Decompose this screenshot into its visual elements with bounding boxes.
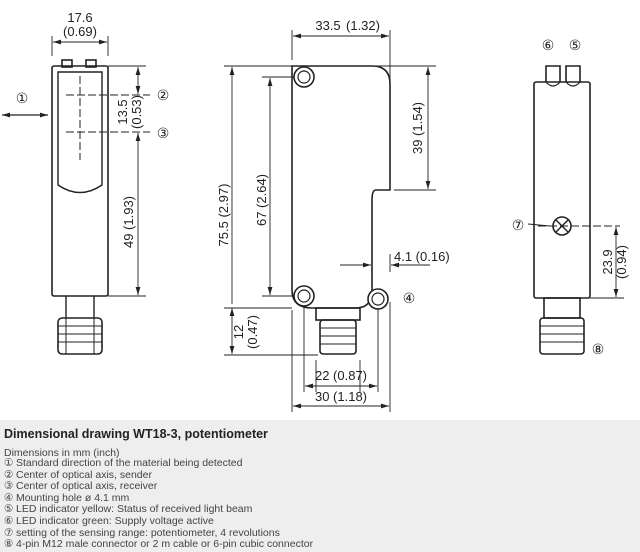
side-width-mm: 17.6: [67, 10, 92, 25]
front-hole-offset: 4.1 (0.16): [394, 249, 450, 264]
legend-marker: ⑤: [4, 503, 14, 516]
marker-5: ⑤: [569, 37, 582, 53]
marker-2: ②: [157, 87, 170, 103]
front-total-height: 75.5 (2.97): [216, 184, 231, 247]
front-width-mm: 33.5: [315, 18, 340, 33]
marker-3: ③: [157, 125, 170, 141]
back-view: [527, 65, 624, 355]
side-width-in: (0.69): [63, 24, 97, 39]
front-connector-in: (0.47): [245, 315, 260, 349]
front-hole-top: [293, 66, 315, 88]
back-pot-in: (0.94): [614, 245, 629, 279]
side-top-nub-right: [85, 59, 97, 68]
side-axis-mm: 13.5: [115, 99, 130, 124]
side-led-dim: 49 (1.93): [121, 196, 136, 248]
marker-6: ⑥: [542, 37, 555, 53]
legend-text: Center of optical axis, sender: [16, 468, 152, 481]
legend-marker: ⑥: [4, 514, 14, 527]
caption-area: Dimensional drawing WT18-3, potentiomete…: [0, 420, 640, 552]
legend-text: setting of the sensing range: potentiome…: [16, 526, 280, 539]
front-top-height: 39 (1.54): [410, 102, 425, 154]
legend-marker: ⑧: [4, 538, 14, 551]
legend-text: LED indicator yellow: Status of received…: [16, 503, 253, 516]
back-connector: [539, 317, 585, 355]
front-body-height: 67 (2.64): [254, 174, 269, 226]
front-base-width: 30 (1.18): [315, 389, 367, 404]
back-body: [533, 81, 591, 299]
side-axis-in: (0.53): [129, 95, 144, 129]
front-hole-bottom-left: [293, 285, 315, 307]
side-top-nub-left: [61, 59, 73, 68]
legend-marker: ①: [4, 457, 14, 469]
side-view: [2, 36, 150, 355]
marker-1: ①: [16, 90, 29, 106]
legend-marker: ②: [4, 468, 14, 481]
front-hole-pitch: 22 (0.87): [315, 368, 367, 383]
marker-4: ④: [403, 290, 416, 306]
marker-7: ⑦: [512, 217, 525, 233]
led-cap-right: [565, 65, 581, 82]
led-cap-left: [545, 65, 561, 82]
caption-title: Dimensional drawing WT18-3, potentiomete…: [4, 427, 268, 441]
legend-text: Center of optical axis, receiver: [16, 480, 158, 493]
front-width-in: (1.32): [346, 18, 380, 33]
legend-text: 4-pin M12 male connector or 2 m cable or…: [16, 538, 314, 551]
side-body: [51, 65, 109, 297]
marker-8: ⑧: [592, 341, 605, 357]
side-lens-window: [57, 71, 103, 194]
legend-text: LED indicator green: Supply voltage acti…: [16, 514, 214, 527]
front-connector-mm: 12: [231, 325, 246, 339]
front-hole-bottom-right: [367, 288, 389, 310]
legend-marker: ⑦: [4, 526, 14, 539]
front-connector: [315, 307, 361, 321]
dimensional-drawing: 17.6 (0.69) 13.5 (0.53) 49 (1.93) ① ② ③: [2, 10, 629, 412]
back-pot-mm: 23.9: [600, 249, 615, 274]
caption-subtitle: Dimensions in mm (inch): [4, 447, 120, 459]
legend-marker: ④: [4, 491, 14, 504]
legend-marker: ③: [4, 480, 14, 493]
front-view: [224, 30, 436, 412]
legend-text: Standard direction of the material being…: [16, 457, 243, 469]
side-connector-nut: [57, 317, 103, 355]
front-housing: [291, 65, 391, 309]
legend-text: Mounting hole ø 4.1 mm: [16, 491, 130, 504]
